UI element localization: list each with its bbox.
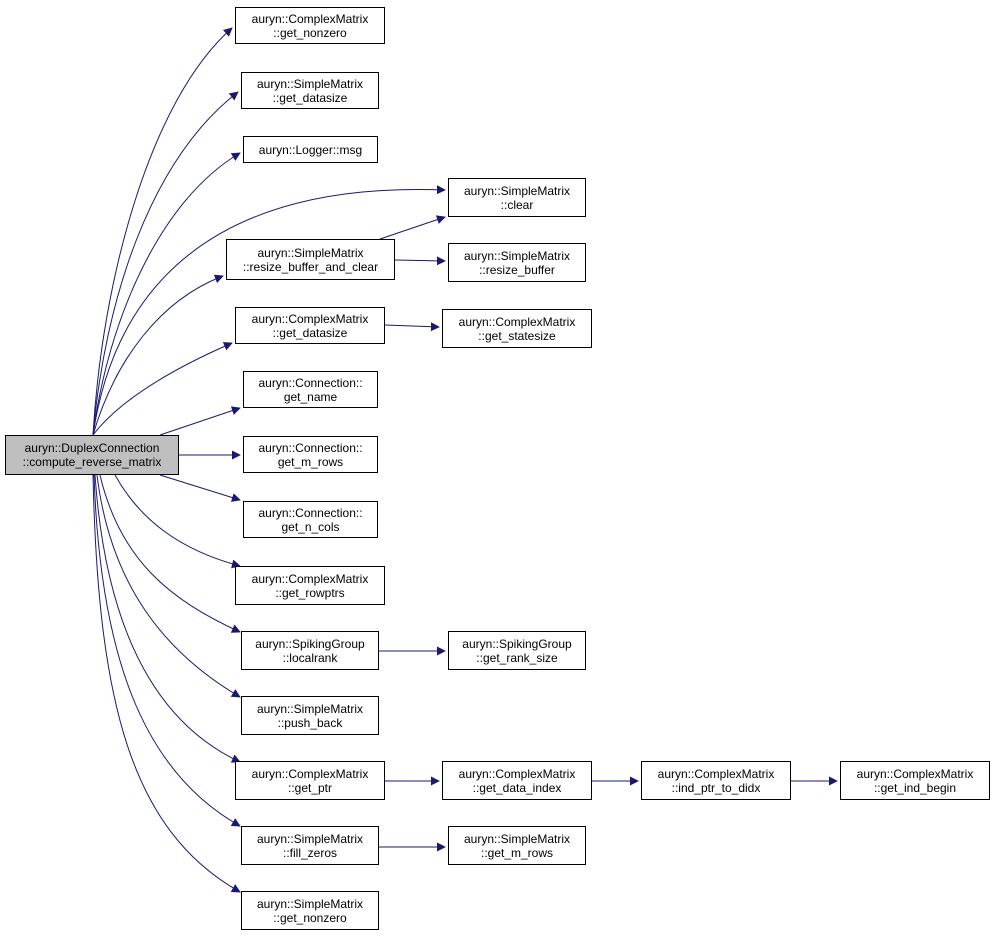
node-logger-msg[interactable]: auryn::Logger::msg: [243, 136, 378, 163]
node-label-line2: ::get_m_rows: [480, 845, 554, 860]
node-label-line1: auryn::SimpleMatrix: [256, 76, 364, 91]
node-label-line2: ::get_rank_size: [476, 650, 558, 665]
node-label-line1: auryn::DuplexConnection: [24, 441, 160, 455]
node-label-line1: auryn::ComplexMatrix: [251, 311, 369, 326]
call-edge-sm-resize-buffer-and-clear-to-sm-resize-buffer: [394, 256, 446, 266]
node-simplematrix-get-m-rows[interactable]: auryn::SimpleMatrix ::get_m_rows: [448, 826, 586, 865]
call-edge-root-to-cm-get-rowptrs: [114, 474, 241, 569]
node-label-line1: auryn::SimpleMatrix: [256, 831, 364, 846]
node-label-line1: auryn::Connection::: [258, 440, 363, 455]
call-edge-root-to-sm-resize-buffer-and-clear: [92, 274, 224, 436]
call-edge-root-to-cm-get-datasize: [92, 342, 233, 436]
call-edge-root-to-sm-push-back: [96, 474, 241, 698]
node-label-line2: ::compute_reverse_matrix: [22, 455, 162, 469]
node-simplematrix-resize-buffer[interactable]: auryn::SimpleMatrix ::resize_buffer: [448, 243, 586, 282]
call-edge-root-to-conn-get-name: [159, 406, 241, 436]
node-label-line2: ::get_datasize: [272, 325, 348, 340]
node-label-line2: ::ind_ptr_to_didx: [671, 780, 761, 795]
node-complexmatrix-get-nonzero[interactable]: auryn::ComplexMatrix ::get_nonzero: [235, 7, 385, 44]
node-connection-get-m-rows[interactable]: auryn::Connection:: get_m_rows: [243, 436, 378, 473]
call-edge-root-to-sm-get-datasize: [92, 91, 239, 436]
node-label-line2: ::get_data_index: [472, 780, 562, 795]
node-complexmatrix-get-datasize[interactable]: auryn::ComplexMatrix ::get_datasize: [235, 307, 385, 344]
node-simplematrix-get-nonzero[interactable]: auryn::SimpleMatrix ::get_nonzero: [241, 891, 379, 930]
node-label-line1: auryn::ComplexMatrix: [657, 766, 775, 781]
node-label-line1: auryn::ComplexMatrix: [251, 766, 369, 781]
node-simplematrix-resize-buffer-and-clear[interactable]: auryn::SimpleMatrix ::resize_buffer_and_…: [226, 239, 395, 280]
node-label-line2: get_n_cols: [281, 519, 340, 534]
node-label-line2: ::fill_zeros: [282, 845, 338, 860]
node-simplematrix-clear[interactable]: auryn::SimpleMatrix ::clear: [448, 178, 586, 217]
node-label-line2: ::localrank: [282, 650, 338, 665]
node-label-line2: ::resize_buffer: [479, 262, 555, 277]
call-edge-root-to-cm-get-ptr: [94, 474, 241, 763]
node-label-line1: auryn::SpikingGroup: [462, 636, 572, 651]
node-label-line2: ::get_nonzero: [273, 25, 347, 40]
node-label-line1: auryn::Logger::msg: [258, 142, 363, 157]
node-label-line2: ::clear: [500, 197, 534, 212]
node-label-line1: auryn::SpikingGroup: [255, 636, 365, 651]
node-label-line2: get_name: [283, 389, 338, 404]
call-edge-cm-get-datasize-to-cm-get-statesize: [384, 322, 440, 332]
node-label-line2: ::get_statesize: [478, 328, 556, 343]
node-simplematrix-fill-zeros[interactable]: auryn::SimpleMatrix ::fill_zeros: [241, 826, 379, 865]
node-label-line1: auryn::ComplexMatrix: [251, 571, 369, 586]
node-label-line2: ::get_rowptrs: [275, 585, 345, 600]
call-edge-root-to-sg-localrank: [99, 474, 241, 633]
node-simplematrix-push-back[interactable]: auryn::SimpleMatrix ::push_back: [241, 696, 379, 735]
node-spikinggroup-get-rank-size[interactable]: auryn::SpikingGroup ::get_rank_size: [448, 631, 586, 670]
node-duplexconnection-compute-reverse-matrix: auryn::DuplexConnection ::compute_revers…: [5, 435, 179, 475]
node-label-line1: auryn::ComplexMatrix: [458, 766, 576, 781]
call-edge-root-to-sm-fill-zeros: [93, 474, 241, 827]
node-label-line2: get_m_rows: [277, 454, 344, 469]
node-complexmatrix-get-ind-begin[interactable]: auryn::ComplexMatrix ::get_ind_begin: [840, 761, 990, 800]
node-label-line1: auryn::ComplexMatrix: [458, 314, 576, 329]
node-label-line2: ::get_ind_begin: [873, 780, 957, 795]
call-edge-root-to-conn-get-n-cols: [159, 474, 241, 502]
node-complexmatrix-get-ptr[interactable]: auryn::ComplexMatrix ::get_ptr: [235, 761, 385, 800]
node-connection-get-n-cols[interactable]: auryn::Connection:: get_n_cols: [243, 501, 378, 538]
node-label-line2: ::resize_buffer_and_clear: [242, 259, 379, 274]
node-label-line1: auryn::SimpleMatrix: [257, 245, 364, 260]
node-label-line1: auryn::ComplexMatrix: [856, 766, 974, 781]
call-edge-root-to-cm-get-nonzero: [92, 27, 233, 436]
node-label-line2: ::get_ptr: [287, 780, 333, 795]
node-label-line1: auryn::Connection::: [258, 375, 363, 390]
node-label-line1: auryn::SimpleMatrix: [463, 831, 571, 846]
node-spikinggroup-localrank[interactable]: auryn::SpikingGroup ::localrank: [241, 631, 379, 670]
node-simplematrix-get-datasize[interactable]: auryn::SimpleMatrix ::get_datasize: [241, 72, 379, 109]
node-label-line2: ::get_nonzero: [273, 910, 347, 925]
node-complexmatrix-ind-ptr-to-didx[interactable]: auryn::ComplexMatrix ::ind_ptr_to_didx: [641, 761, 791, 800]
node-label-line2: ::get_datasize: [272, 90, 348, 105]
node-label-line2: ::push_back: [277, 715, 343, 730]
node-label-line1: auryn::ComplexMatrix: [251, 11, 369, 26]
node-complexmatrix-get-rowptrs[interactable]: auryn::ComplexMatrix ::get_rowptrs: [235, 566, 385, 605]
node-label-line1: auryn::SimpleMatrix: [463, 248, 571, 263]
node-connection-get-name[interactable]: auryn::Connection:: get_name: [243, 371, 378, 408]
call-edge-sm-resize-buffer-and-clear-to-sm-clear: [379, 215, 446, 240]
node-label-line1: auryn::SimpleMatrix: [463, 183, 571, 198]
node-label-line1: auryn::Connection::: [258, 505, 363, 520]
node-label-line1: auryn::SimpleMatrix: [256, 701, 364, 716]
node-complexmatrix-get-data-index[interactable]: auryn::ComplexMatrix ::get_data_index: [442, 761, 592, 800]
node-label-line1: auryn::SimpleMatrix: [256, 896, 364, 911]
call-edge-root-to-logger-msg: [92, 152, 241, 436]
call-edge-root-to-sm-get-nonzero: [92, 474, 241, 893]
node-complexmatrix-get-statesize[interactable]: auryn::ComplexMatrix ::get_statesize: [442, 309, 592, 348]
call-edge-root-to-sm-clear: [92, 185, 446, 436]
